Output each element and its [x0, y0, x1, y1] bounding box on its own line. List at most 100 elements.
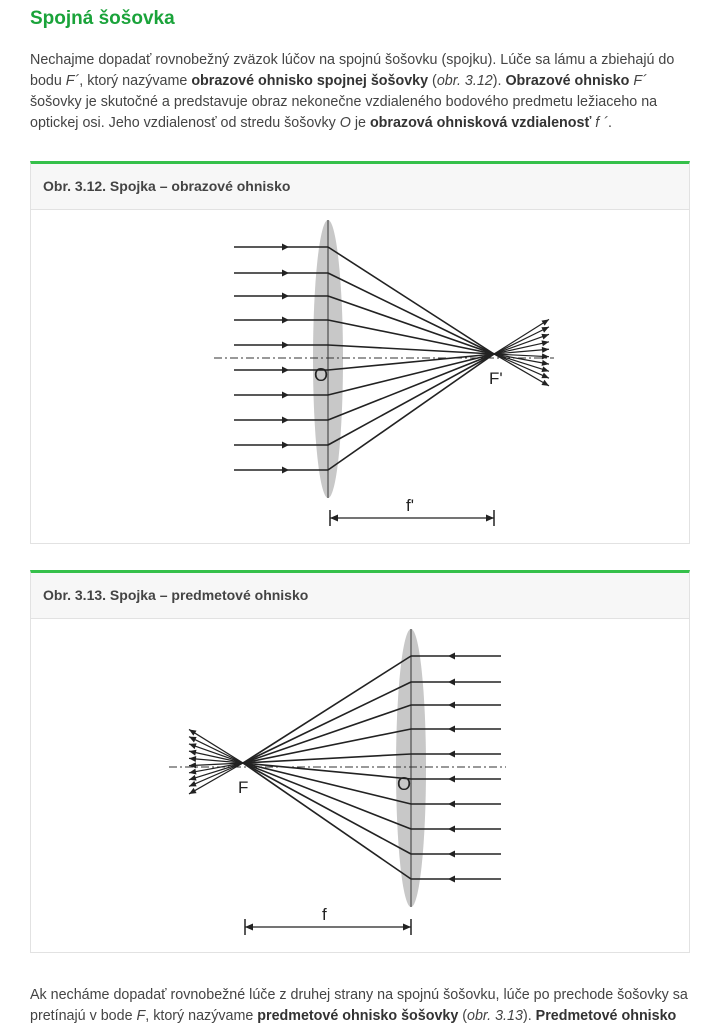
ray-arrow [448, 701, 455, 709]
text-run: je [350, 115, 370, 131]
diverging-ray [188, 762, 244, 781]
refracted-ray [327, 272, 495, 355]
ray-arrow [448, 775, 455, 783]
ray-arrow [282, 441, 289, 449]
ray-arrowhead [541, 346, 549, 353]
ray-arrowhead [189, 755, 197, 762]
refracted-ray [327, 319, 495, 355]
refracted-ray [327, 353, 495, 396]
ray-arrowhead [541, 379, 549, 386]
ray-arrow [282, 341, 289, 349]
ray-arrowhead [541, 372, 549, 379]
focus-label: F [238, 778, 248, 797]
object-focus-paragraph: Ak necháme dopadať rovnobežné lúče z dru… [30, 985, 690, 1027]
ray-arrow [282, 269, 289, 277]
refracted-ray [242, 704, 412, 764]
text-run: predmetové ohnisko šošovky [257, 1008, 459, 1024]
diverging-ray [493, 326, 550, 355]
diverging-ray [493, 333, 550, 355]
ray-arrowhead [541, 366, 549, 373]
diverging-ray [188, 728, 244, 764]
text-run: F´ [65, 73, 80, 89]
ray-arrowhead [189, 736, 197, 743]
refracted-ray [242, 762, 412, 780]
ray-arrowhead [189, 780, 197, 787]
refracted-ray [242, 762, 412, 830]
ray-arrowhead [189, 787, 197, 794]
diverging-ray [493, 353, 550, 372]
ray-arrow [448, 678, 455, 686]
ray-arrow [282, 292, 289, 300]
dimension-arrow [330, 514, 338, 522]
ray-arrowhead [189, 749, 197, 756]
diverging-ray [188, 750, 244, 764]
text-run: obrazová ohnisková vzdialenosť [369, 115, 592, 131]
text-run: obrazové ohnisko spojnej šošovky [191, 73, 429, 89]
distance-label: f' [406, 496, 414, 515]
text-run: O [339, 115, 351, 131]
text-run: . [608, 115, 612, 131]
text-run: Obrazové ohnisko [505, 73, 630, 89]
diverging-ray [493, 353, 550, 358]
diverging-ray [188, 762, 244, 795]
figure-caption: Obr. 3.13. Spojka – predmetové ohnisko [31, 573, 689, 619]
refracted-ray [327, 295, 495, 355]
ray-arrow [282, 391, 289, 399]
diverging-ray [188, 736, 244, 764]
ray-arrow [282, 366, 289, 374]
refracted-ray [327, 353, 495, 371]
text-run: šošovky je skutočné a predstavuje obraz … [30, 94, 658, 131]
refracted-ray [242, 681, 412, 764]
ray-arrow [282, 466, 289, 474]
diverging-ray [188, 762, 244, 774]
text-run: ). [492, 73, 506, 89]
text-run: F´ [633, 73, 647, 89]
refracted-ray [242, 762, 412, 805]
text-run: f ´ [595, 115, 609, 131]
ray-arrowhead [541, 333, 549, 340]
refracted-ray [327, 246, 495, 355]
center-label: O [397, 774, 411, 794]
text-run: ). [522, 1008, 536, 1024]
diverging-ray [493, 353, 550, 387]
ray-arrow [282, 243, 289, 251]
dimension-arrow [245, 923, 253, 931]
ray-arrowhead [541, 326, 549, 333]
text-run: obr. 3.13 [467, 1008, 523, 1024]
refracted-ray [242, 762, 412, 880]
refracted-ray [327, 353, 495, 421]
text-run: Ak necháme dopadať rovnobežné lúče z dru… [30, 987, 688, 1024]
text-run: obr. 3.12 [436, 73, 493, 89]
ray-arrow [448, 875, 455, 883]
text-run: Nechajme dopadať rovnobežný zväzok lúčov… [30, 52, 675, 89]
ray-arrow [448, 725, 455, 733]
ray-arrow [282, 416, 289, 424]
refracted-ray [327, 344, 495, 355]
dimension-arrow [403, 923, 411, 931]
ray-arrowhead [189, 762, 197, 769]
diverging-ray [493, 318, 550, 355]
intro-paragraph: Nechajme dopadať rovnobežný zväzok lúčov… [30, 50, 690, 134]
ray-arrow [282, 316, 289, 324]
diverging-ray [493, 341, 550, 355]
diverging-ray [188, 762, 244, 787]
text-run: , ktorý nazývame [79, 73, 192, 89]
ray-arrowhead [189, 768, 197, 775]
ray-arrowhead [189, 729, 197, 736]
text-run: , ktorý nazývame [145, 1008, 258, 1024]
refracted-ray [327, 353, 495, 471]
ray-arrow [448, 750, 455, 758]
diverging-ray [188, 757, 244, 764]
figure-3-13: Obr. 3.13. Spojka – predmetové ohnisko O… [30, 570, 690, 953]
diverging-ray [493, 348, 550, 355]
ray-arrowhead [541, 340, 549, 347]
ray-arrowhead [189, 774, 197, 781]
refracted-ray [242, 655, 412, 764]
center-label: O [314, 365, 328, 385]
ray-arrowhead [541, 319, 549, 326]
text-run: Predmetové ohnisko [535, 1008, 677, 1024]
diverging-ray [188, 762, 244, 767]
ray-arrowhead [541, 353, 549, 360]
